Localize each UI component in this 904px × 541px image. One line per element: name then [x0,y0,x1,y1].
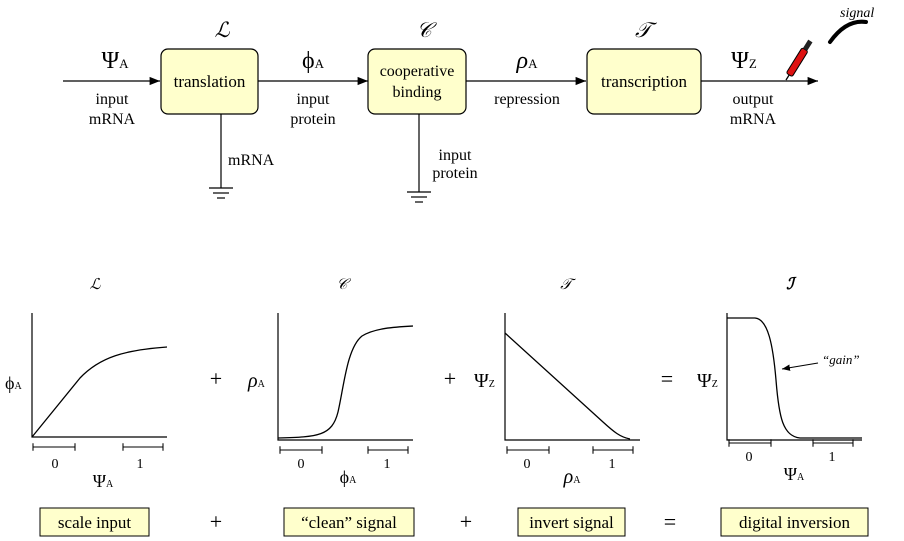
range-label-translation-1: 1 [137,457,144,472]
block-binding-label-line1: cooperative [380,63,455,80]
curve-binding [277,325,414,439]
block-symbol-binding: 𝒞 [416,18,437,42]
range-label-transcription-1: 1 [609,457,616,472]
x-label-inversion: ΨA [784,464,805,484]
caption-operator-plus-2: + [460,509,472,534]
sink-protein-label-2: protein [432,165,477,182]
block-transcription: transcription [586,48,702,115]
curve-transcription [504,332,631,440]
signal-input-mrna-symbol: ΨA [101,48,129,74]
ground-input-protein [407,114,431,203]
plot-axes-binding [277,313,413,441]
caption-invert-signal: invert signal [529,513,614,532]
y-label-binding: ρA [247,370,266,392]
caption-operator-equals: = [664,509,676,534]
sink-protein-label-1: input [439,147,472,164]
y-label-translation: ϕA [5,373,22,393]
block-translation: translation [160,48,259,115]
range-label-binding-1: 1 [384,457,391,472]
ground-mrna [209,114,233,199]
x-label-translation: ΨA [93,471,114,491]
plot-title-translation: ℒ [90,277,102,293]
signal-output-mrna-symbol: ΨZ [731,48,757,74]
signal-input-protein-symbol: ϕA [302,48,325,74]
transfer-plots: ℒ 𝒞 𝒯 ℐ “gain” 0 1 0 1 [5,276,862,491]
range-label-inversion-0: 0 [746,450,753,465]
plot-axes-inversion [726,313,862,441]
gain-arrow [781,362,819,371]
block-symbol-translation: ℒ [214,18,230,42]
range-label-inversion-1: 1 [829,450,836,465]
x-label-transcription: ρA [563,466,582,488]
range-label-translation-0: 0 [52,457,59,472]
operator-equals: = [661,366,673,391]
caption-input-protein-1: input [297,91,330,108]
range-label-transcription-0: 0 [524,457,531,472]
caption-scale-input: scale input [58,513,131,532]
plot-axes-transcription [504,313,640,441]
caption-operator-plus-1: + [210,509,222,534]
operator-plus-1: + [210,366,222,391]
caption-input-mrna-2: mRNA [89,111,136,128]
block-symbol-transcription: 𝒯 [635,18,658,42]
caption-row: scale input “clean” signal invert signal… [39,507,869,537]
block-transcription-label: transcription [601,72,687,91]
block-translation-label: translation [174,72,246,91]
block-binding-label-line2: binding [393,84,442,101]
caption-repression: repression [494,91,560,108]
gain-annotation: “gain” [822,352,860,367]
caption-output-mrna-1: output [733,91,774,108]
curve-inversion [727,317,862,439]
block-cooperative-binding: cooperative binding [367,48,467,115]
y-label-inversion: ΨZ [697,370,718,392]
caption-clean-signal: “clean” signal [301,513,397,532]
plot-title-inversion: ℐ [786,276,797,293]
plot-title-binding: 𝒞 [337,277,352,293]
signal-repression-symbol: ρA [516,48,539,74]
operator-plus-2: + [444,366,456,391]
caption-input-protein-2: protein [290,111,335,128]
range-brackets [32,439,854,454]
y-label-transcription: ΨZ [474,370,495,392]
pipeline: translation cooperative binding transcri… [63,6,874,203]
curve-translation [31,346,168,438]
sink-mrna-label: mRNA [228,152,275,169]
probe-signal-label: signal [840,6,874,21]
plot-title-transcription: 𝒯 [560,277,576,293]
signal-probe-icon [785,19,868,81]
caption-digital-inversion: digital inversion [739,513,850,532]
caption-output-mrna-2: mRNA [730,111,777,128]
caption-input-mrna-1: input [96,91,129,108]
range-label-binding-0: 0 [298,457,305,472]
x-label-binding: ϕA [340,467,357,487]
plot-axes-translation [31,313,167,438]
